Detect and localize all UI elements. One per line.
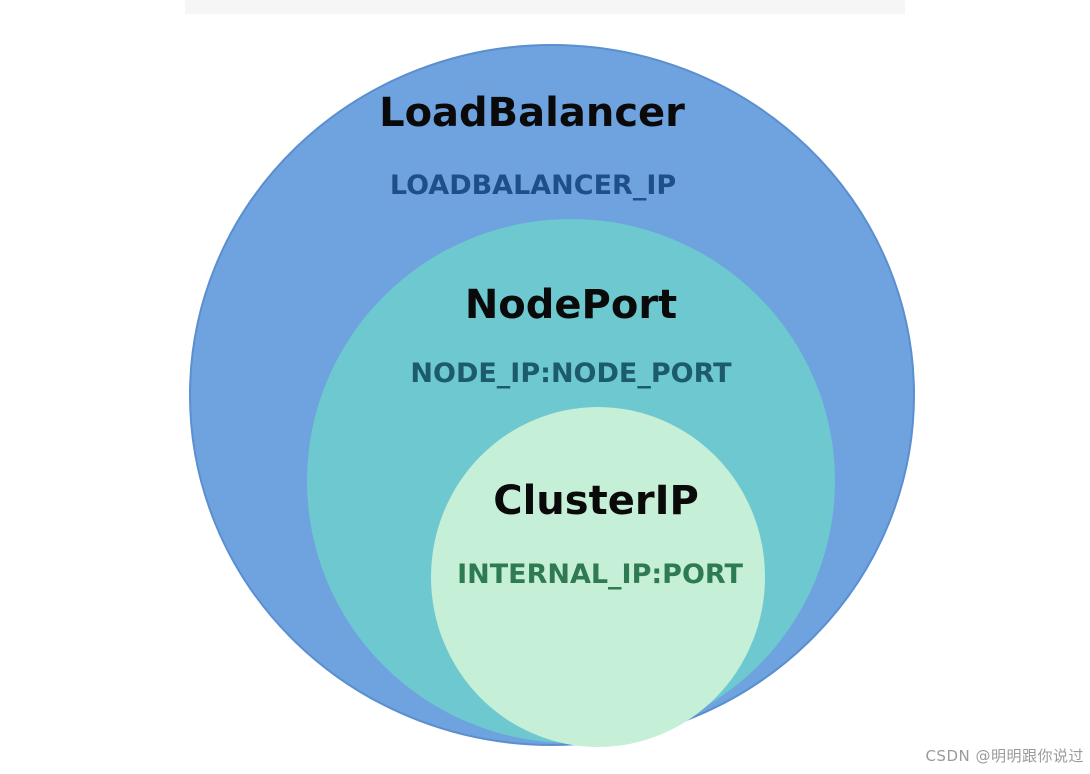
clusterip-title: ClusterIP bbox=[493, 478, 699, 524]
top-strip bbox=[185, 0, 905, 14]
nodeport-address: NODE_IP:NODE_PORT bbox=[410, 358, 732, 389]
clusterip-circle bbox=[431, 407, 765, 747]
nodeport-title: NodePort bbox=[465, 282, 677, 328]
watermark: CSDN @明明跟你说过 bbox=[925, 747, 1084, 765]
loadbalancer-title: LoadBalancer bbox=[379, 90, 685, 136]
loadbalancer-address: LOADBALANCER_IP bbox=[390, 170, 676, 201]
clusterip-address: INTERNAL_IP:PORT bbox=[457, 559, 743, 590]
